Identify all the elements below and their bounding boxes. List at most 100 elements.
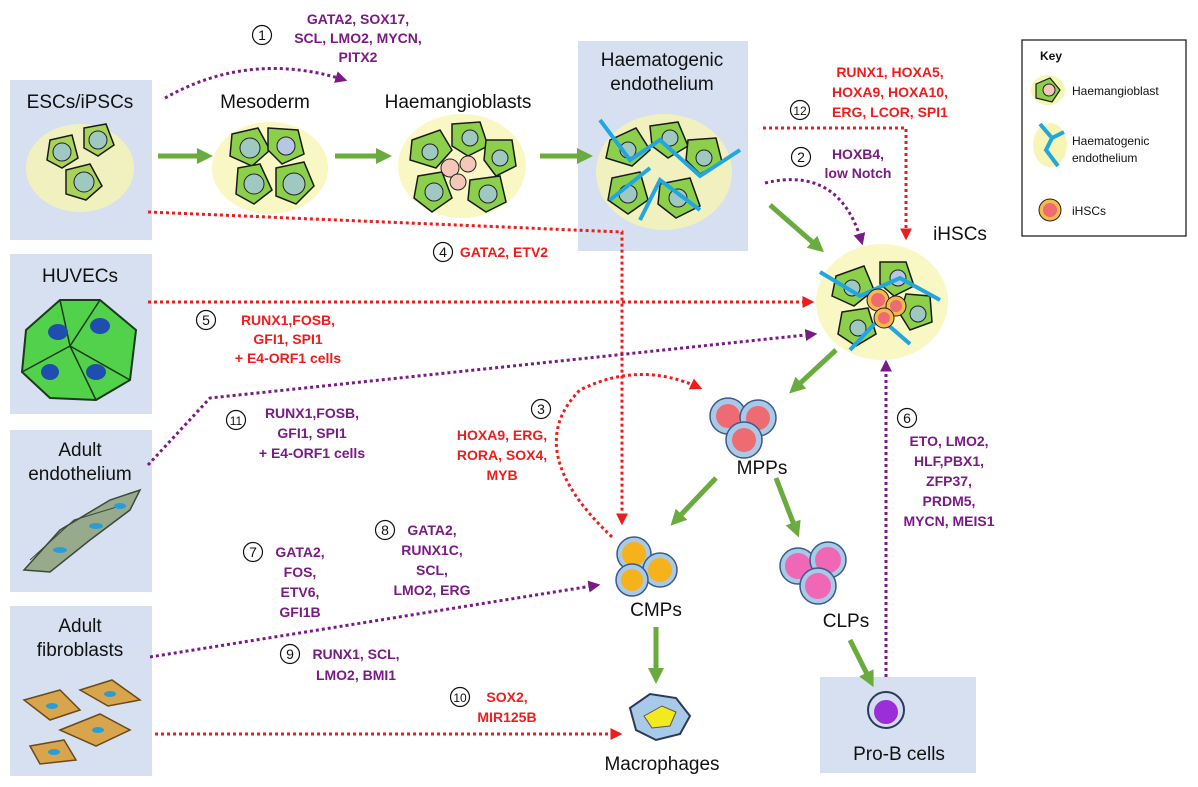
macrophages-label: Macrophages — [604, 754, 719, 775]
route-8-line-3: SCL, — [416, 562, 448, 578]
huvecs-label: HUVECs — [42, 266, 118, 287]
route-numbers: 1 2 3 4 5 6 7 8 9 10 11 12 — [195, 24, 918, 708]
route-10-line-2: MIR125B — [477, 709, 536, 725]
route-4-line — [147, 210, 628, 526]
adult-fibroblasts-label-1: Adult — [58, 616, 102, 637]
route-11-line-3: + E4-ORF1 cells — [259, 445, 365, 461]
route-7-line-1: GATA2, — [275, 544, 324, 560]
route-9-line-1: RUNX1, SCL, — [312, 646, 399, 662]
route-6-line-1: ETO, LMO2, — [909, 433, 988, 449]
key-haemangioblast-label: Haemangioblast — [1072, 84, 1159, 98]
key-haematogenic-label-1: Haematogenic — [1072, 134, 1149, 148]
route-2-number: 2 — [797, 149, 805, 165]
ihscs-cells — [816, 244, 948, 360]
arrow-haematogenic-ihscs — [768, 203, 825, 253]
route-3-number: 3 — [537, 401, 545, 417]
mpps-cells — [709, 397, 777, 459]
macrophage-cell — [628, 692, 692, 742]
route-8-number: 8 — [381, 522, 389, 538]
route-11-line-1: RUNX1,FOSB, — [265, 405, 359, 421]
haematogenic-label-2: endothelium — [610, 74, 714, 95]
route-6-number: 6 — [903, 410, 911, 426]
dotted-routes — [146, 67, 912, 740]
route-4-line-1: GATA2, ETV2 — [460, 244, 548, 260]
route-5-line-3: + E4-ORF1 cells — [235, 350, 341, 366]
prob-panel — [820, 677, 976, 773]
key-haematogenic-icon — [1033, 122, 1067, 168]
route-1-line-1: GATA2, SOX17, — [307, 11, 409, 27]
adult-fibroblast-cells — [22, 679, 142, 765]
huvec-cells — [20, 299, 138, 402]
arrow-clps-prob — [847, 638, 874, 688]
route-1-line-3: PITX2 — [339, 49, 378, 65]
route-12-line-2: HOXA9, HOXA10, — [832, 84, 948, 100]
route-12-line-1: RUNX1, HOXA5, — [836, 64, 943, 80]
cmps-cells — [615, 536, 678, 597]
route-10-line-1: SOX2, — [486, 689, 527, 705]
route-10-number: 10 — [453, 691, 467, 705]
key-box: Key Haemangioblast Haematogenic endothel… — [1021, 39, 1187, 237]
green-arrows — [158, 147, 874, 688]
route-3-line-3: MYB — [486, 467, 517, 483]
escs-cells — [26, 123, 134, 212]
route-11-line — [146, 329, 818, 467]
key-haemangioblast-icon — [1031, 75, 1065, 105]
route-5-line-1: RUNX1,FOSB, — [241, 312, 335, 328]
route-labels: GATA2, SOX17, SCL, LMO2, MYCN, PITX2 HOX… — [235, 11, 995, 725]
route-8-line-2: RUNX1C, — [401, 542, 462, 558]
key-ihscs-label: iHSCs — [1072, 204, 1106, 218]
arrow-ihscs-mpps — [789, 348, 838, 394]
route-6-line-4: PRDM5, — [923, 493, 976, 509]
route-5-number: 5 — [202, 312, 210, 328]
route-6-line-3: ZFP37, — [926, 473, 972, 489]
key-ihscs-icon — [1038, 198, 1062, 222]
route-11-number: 11 — [230, 414, 243, 428]
haemangioblasts-label: Haemangioblasts — [385, 92, 532, 113]
route-1-number: 1 — [258, 27, 266, 43]
route-11-line-2: GFI1, SPI1 — [277, 425, 346, 441]
mesoderm-label: Mesoderm — [220, 92, 310, 113]
route-8-line-4: LMO2, ERG — [393, 582, 470, 598]
route-2-line-2: low Notch — [825, 165, 892, 181]
clps-label: CLPs — [823, 611, 869, 632]
prob-label: Pro-B cells — [853, 744, 945, 765]
route-7-line-4: GFI1B — [279, 604, 320, 620]
route-3-line — [554, 373, 703, 539]
mesoderm-cells — [212, 122, 328, 214]
route-3-line-2: RORA, SOX4, — [457, 447, 547, 463]
cmps-label: CMPs — [630, 600, 682, 621]
haematogenic-label-1: Haematogenic — [601, 50, 724, 71]
mpps-label: MPPs — [737, 458, 788, 479]
adult-endothelium-label-2: endothelium — [28, 464, 132, 485]
route-12-number: 12 — [793, 104, 807, 118]
route-7-8-line — [149, 580, 601, 659]
route-6-line-5: MYCN, MEIS1 — [903, 513, 994, 529]
route-7-number: 7 — [249, 544, 257, 560]
route-8-line-1: GATA2, — [407, 522, 456, 538]
adult-endothelium-cells — [22, 488, 142, 573]
route-12-line — [763, 126, 912, 241]
route-5-line-2: GFI1, SPI1 — [253, 331, 322, 347]
adult-endothelium-label-1: Adult — [58, 440, 102, 461]
route-9-line-2: LMO2, BMI1 — [316, 667, 396, 683]
route-2-line-1: HOXB4, — [832, 146, 884, 162]
route-12-line-3: ERG, LCOR, SPI1 — [832, 104, 948, 120]
haematogenic-cells — [596, 114, 742, 230]
route-6-line-2: HLF,PBX1, — [914, 453, 984, 469]
route-3-line-1: HOXA9, ERG, — [457, 427, 547, 443]
arrow-mpps-clps — [773, 477, 801, 538]
route-7-line-3: ETV6, — [281, 584, 320, 600]
clps-cells — [779, 541, 847, 605]
route-9-number: 9 — [286, 646, 294, 662]
key-haematogenic-label-2: endothelium — [1072, 151, 1137, 165]
escs-label: ESCs/iPSCs — [27, 92, 134, 113]
ihscs-label: iHSCs — [933, 224, 987, 245]
route-7-line-2: FOS, — [284, 564, 317, 580]
route-1-line-2: SCL, LMO2, MYCN, — [294, 30, 422, 46]
key-title: Key — [1040, 49, 1062, 63]
arrow-mpps-cmps — [670, 476, 718, 526]
adult-fibroblasts-label-2: fibroblasts — [37, 640, 124, 661]
route-1-line — [164, 67, 348, 100]
prob-cell — [867, 691, 905, 729]
